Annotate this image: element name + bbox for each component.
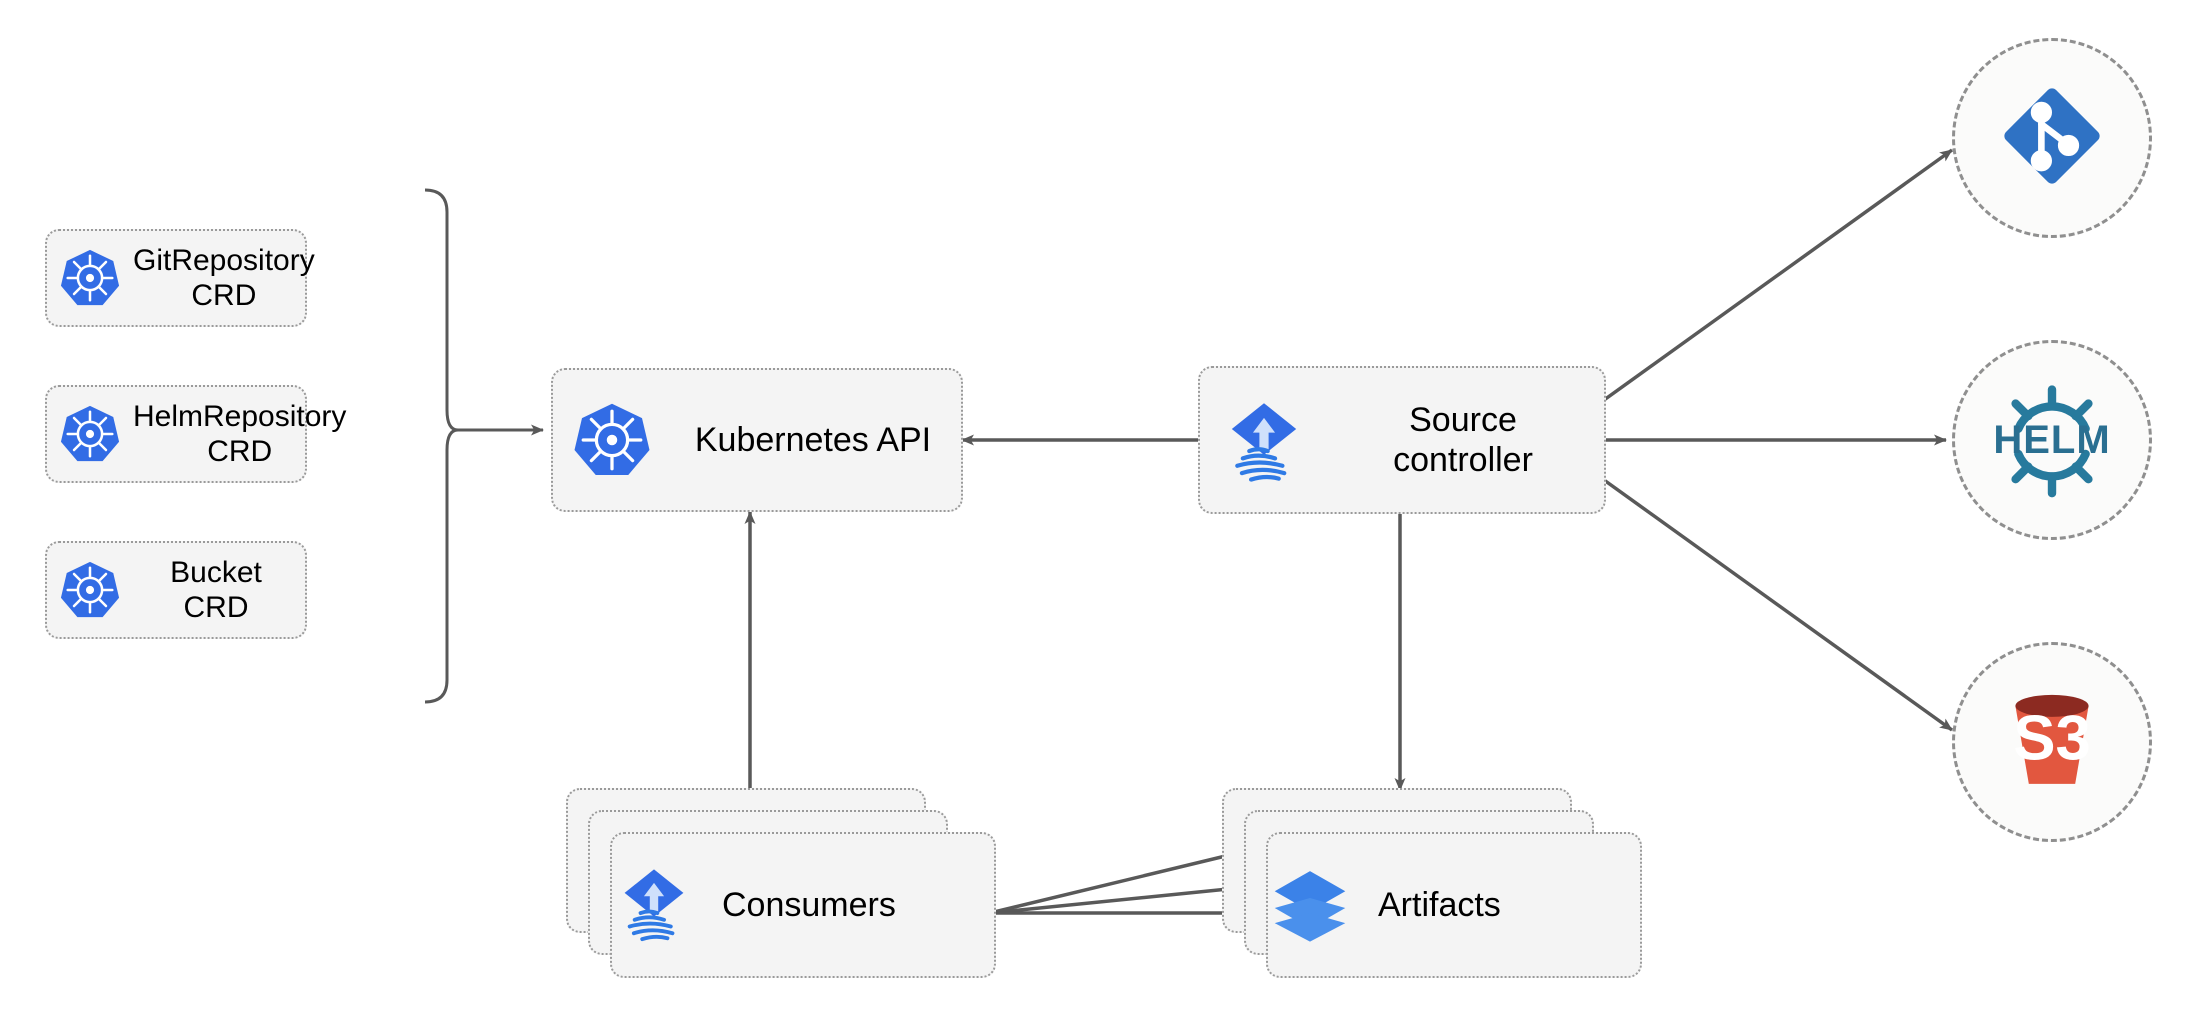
flux-icon: [1200, 394, 1328, 486]
node-label: Artifacts: [1378, 885, 1501, 924]
kubernetes-icon: [47, 403, 133, 465]
node-gitrepository-crd[interactable]: GitRepository CRD: [45, 229, 315, 327]
node-kubernetes-api[interactable]: Kubernetes API: [551, 368, 963, 512]
edge-consumers-to-artifacts-2: [989, 880, 1269, 915]
stack-sheet-front[interactable]: Artifacts: [1266, 832, 1642, 978]
kubernetes-icon: [47, 559, 133, 621]
crd-group-brace: [424, 188, 459, 704]
node-label: Source controller: [1393, 400, 1533, 479]
edge-source-to-git: [1602, 148, 1954, 402]
flux-icon: [612, 861, 722, 950]
helm-icon: HELM: [1982, 370, 2122, 510]
target-git[interactable]: [1952, 38, 2152, 238]
edge-source-to-s3: [1602, 478, 1954, 732]
target-helm[interactable]: HELM: [1952, 340, 2152, 540]
node-label: GitRepository CRD: [133, 243, 315, 312]
edge-consumers-to-artifacts-1: [989, 850, 1239, 915]
git-icon: [1993, 77, 2111, 200]
node-helmrepository-crd[interactable]: HelmRepository CRD: [45, 385, 346, 483]
kubernetes-icon: [47, 247, 133, 309]
node-label: Consumers: [722, 885, 896, 924]
node-source-controller[interactable]: Source controller: [1198, 366, 1606, 514]
node-label: HelmRepository CRD: [133, 399, 347, 468]
node-artifacts[interactable]: Artifacts: [1222, 788, 1642, 978]
node-label: Bucket CRD: [170, 555, 262, 624]
s3-bucket-icon: S3: [1991, 679, 2113, 806]
svg-text:S3: S3: [2013, 703, 2091, 773]
target-s3[interactable]: S3: [1952, 642, 2152, 842]
stack-sheet-front[interactable]: Consumers: [610, 832, 996, 978]
layers-icon: [1268, 861, 1378, 950]
node-label: Kubernetes API: [694, 420, 932, 459]
node-bucket-crd[interactable]: Bucket CRD: [45, 541, 307, 639]
kubernetes-icon: [553, 400, 671, 480]
node-consumers[interactable]: Consumers: [566, 788, 996, 978]
helm-wordmark: HELM: [1993, 417, 2111, 462]
